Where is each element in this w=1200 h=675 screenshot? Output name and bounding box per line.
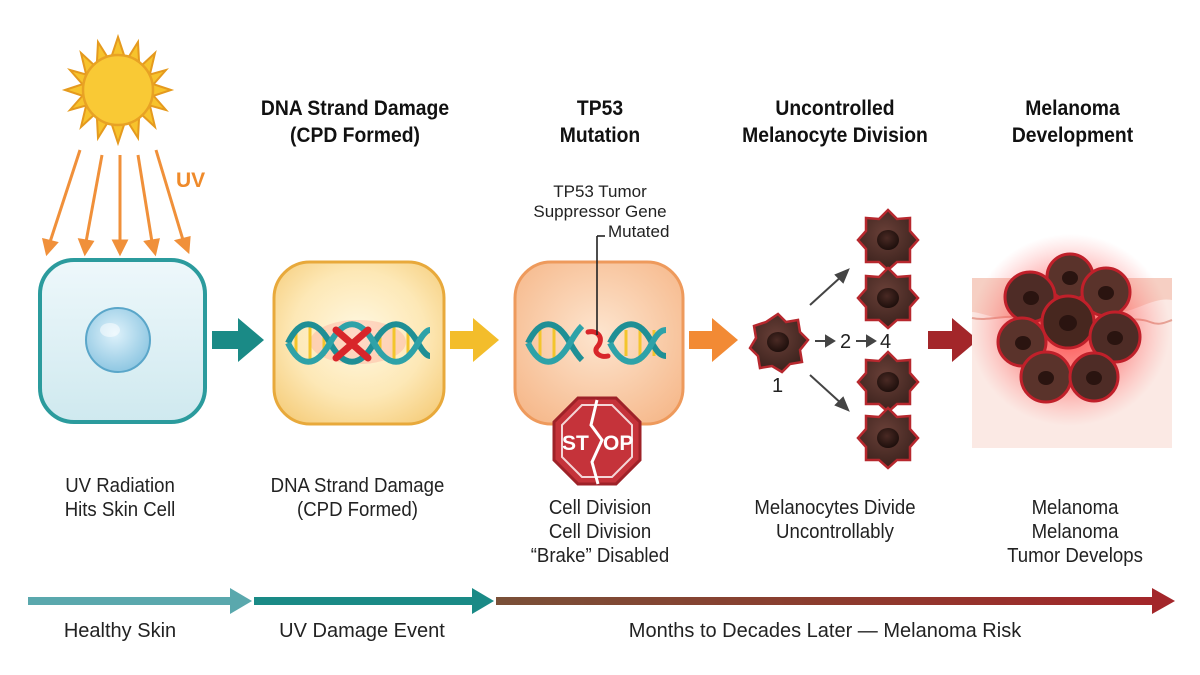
tp53-annotation: TP53 Tumor Suppressor Gene Mutated — [520, 182, 700, 242]
stage-1-caption: UV Radiation Hits Skin Cell — [36, 474, 203, 522]
tp53-annotation-line-1: TP53 Tumor — [553, 182, 647, 201]
stage-5-heading-line-2: Development — [1011, 124, 1134, 147]
stage-5-heading-line-1: Melanoma — [1025, 97, 1120, 120]
melanocyte-single — [748, 312, 810, 374]
stage-3-caption-line-2: Cell Division — [548, 521, 652, 543]
stage-2-caption: DNA Strand Damage (CPD Formed) — [262, 474, 453, 522]
stage-5-caption: Melanoma Melanoma Tumor Develops — [991, 496, 1158, 568]
count-two: 2 — [840, 331, 851, 353]
stage-3-heading-line-1: TP53 — [576, 97, 624, 120]
stage-4-heading-line-2: Melanocyte Division — [742, 124, 928, 147]
uv-rays — [41, 149, 191, 257]
count-four: 4 — [880, 331, 891, 353]
stage-3-heading-line-2: Mutation — [559, 124, 641, 147]
arrow-icon-4 — [928, 318, 978, 362]
stage-5-caption-line-1: Melanoma — [1031, 497, 1119, 519]
dna-helix-damaged-icon — [285, 321, 431, 365]
healthy-skin-cell — [38, 258, 207, 424]
stage-2-heading-line-1: DNA Strand Damage — [260, 97, 450, 120]
melanoma-tumor — [970, 234, 1173, 448]
stage-4-caption-line-1: Melanocytes Divide — [754, 497, 916, 519]
stage-2-caption-line-2: (CPD Formed) — [297, 499, 418, 521]
dna-helix-broken-icon — [525, 321, 667, 365]
stage-4-heading-line-1: Uncontrolled — [775, 97, 895, 120]
tp53-annotation-line-3: Mutated — [608, 222, 670, 241]
arrow-icon-1 — [212, 318, 264, 362]
stage-2-caption-line-1: DNA Strand Damage — [270, 475, 445, 497]
timeline — [28, 588, 1175, 614]
sun-icon — [61, 33, 175, 147]
count-one: 1 — [772, 375, 783, 397]
stage-3-caption-line-3: “Brake” Disabled — [530, 545, 670, 567]
stop-sign-right-text: OP — [603, 432, 633, 455]
stage-1-caption-line-1: UV Radiation — [65, 475, 175, 497]
arrow-icon-2 — [450, 318, 499, 362]
stage-3-caption: Cell Division Cell Division “Brake” Disa… — [512, 496, 689, 568]
stage-5-heading: Melanoma Development — [997, 95, 1149, 149]
uv-label: UV — [176, 169, 205, 192]
stage-3-heading: TP53 Mutation — [526, 95, 673, 149]
stage-5-caption-line-2: Melanoma — [1031, 521, 1119, 543]
melanocyte-division: 1 2 4 — [748, 208, 920, 470]
stage-5-caption-line-3: Tumor Develops — [1007, 545, 1143, 567]
timeline-label-healthy: Healthy Skin — [63, 620, 177, 642]
tp53-annotation-line-2: Suppressor Gene — [533, 202, 667, 221]
division-arrows — [809, 268, 877, 412]
melanocyte-clones — [856, 208, 920, 470]
timeline-label-uv-event: UV Damage Event — [279, 620, 445, 642]
stop-sign-icon: ST OP — [552, 396, 642, 486]
stage-4-caption: Melanocytes Divide Uncontrollably — [733, 496, 938, 544]
stop-sign-left-text: ST — [562, 432, 589, 455]
timeline-label-later: Months to Decades Later — Melanoma Risk — [628, 620, 1022, 642]
arrow-icon-3 — [689, 318, 738, 362]
stage-2-heading: DNA Strand Damage (CPD Formed) — [249, 95, 461, 149]
stage-4-caption-line-2: Uncontrollably — [776, 521, 894, 543]
stage-3-caption-line-1: Cell Division — [548, 497, 652, 519]
stage-1-caption-line-2: Hits Skin Cell — [64, 499, 176, 521]
tp53-callout-line — [596, 235, 605, 335]
stage-4-heading: Uncontrolled Melanocyte Division — [725, 95, 946, 149]
stage-2-heading-line-2: (CPD Formed) — [290, 124, 420, 147]
